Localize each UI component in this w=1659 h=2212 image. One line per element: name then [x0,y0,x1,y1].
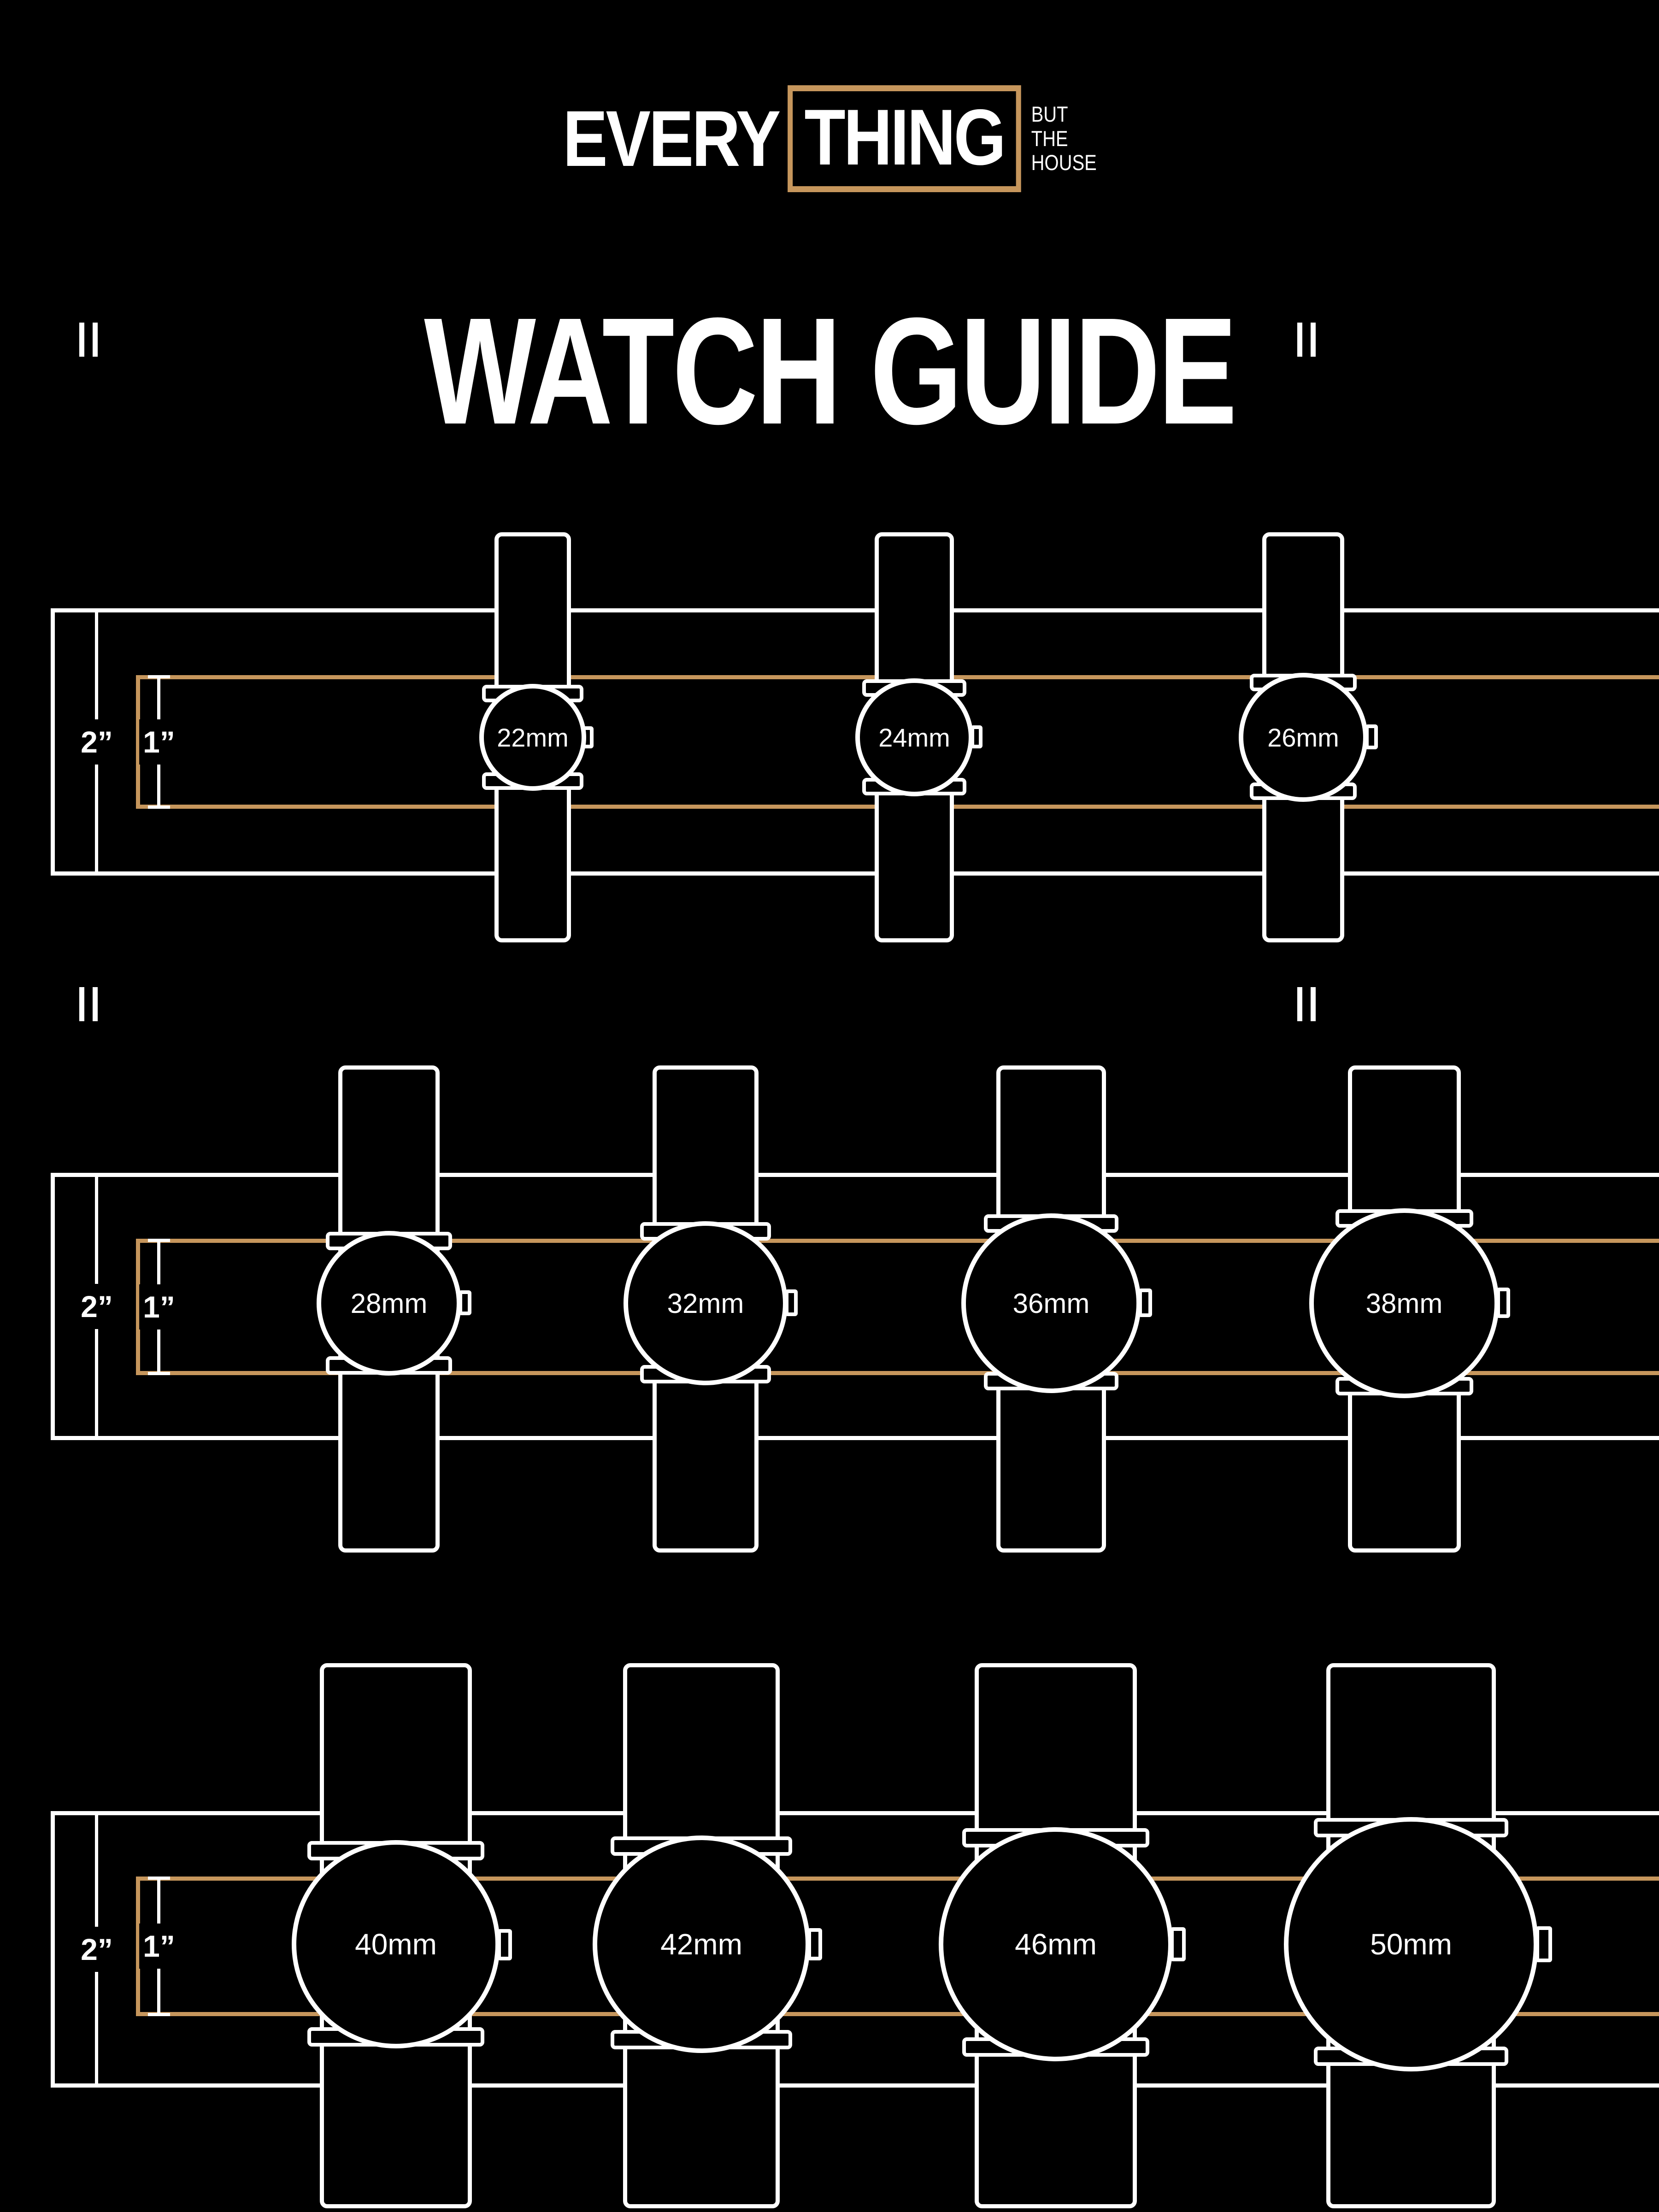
watch-face: 46mm [939,1827,1173,2061]
brand-logo-inner: EVERY THING BUT THE HOUSE [562,85,1096,192]
watch-face: 38mm [1309,1208,1499,1398]
row1-outer-band [51,608,1659,876]
watch-face: 42mm [593,1835,810,2053]
brand-logo: EVERY THING BUT THE HOUSE [0,85,1659,192]
watch-size-label: 38mm [1365,1288,1443,1319]
row1-outer-measure-label: 2” [77,719,117,765]
watch-size-label: 50mm [1370,1928,1452,1961]
logo-every-text: EVERY [562,94,781,183]
edge-pattern-mark [79,987,98,1021]
row2-outer-measure-label: 2” [77,1284,117,1329]
watch-size-label: 24mm [878,723,950,752]
watch-size-label: 22mm [497,723,569,752]
title-row: WATCH GUIDE [0,295,1659,447]
watch-face: 36mm [961,1213,1141,1393]
edge-pattern-mark [79,323,98,357]
row1-inner-measure-label: 1” [139,719,179,765]
logo-tagline-line: BUT [1031,102,1068,127]
watch-size-label: 42mm [660,1928,742,1961]
watch-size-label: 26mm [1267,723,1339,752]
logo-tagline-line: HOUSE [1031,150,1097,175]
watch-face: 28mm [317,1231,461,1376]
watch-face: 40mm [292,1840,500,2048]
row3-outer-measure-label: 2” [77,1927,117,1972]
row2-inner-measure-label: 1” [139,1284,179,1330]
edge-pattern-mark [1297,323,1316,357]
logo-tagline: BUT THE HOUSE [1031,102,1096,175]
row3-inner-band [136,1877,1659,2016]
row3-outer-band [51,1811,1659,2088]
row2-outer-band [51,1173,1659,1440]
watch-size-label: 28mm [350,1288,428,1319]
row2-inner-band [136,1239,1659,1375]
edge-pattern-mark [1297,987,1316,1021]
watch-size-label: 40mm [355,1928,437,1961]
watch-size-label: 46mm [1015,1928,1097,1961]
row3-inner-measure-label: 1” [139,1924,179,1969]
watch-face: 22mm [479,684,586,791]
page-title: WATCH GUIDE [424,286,1237,456]
watch-face: 50mm [1284,1817,1538,2071]
watch-size-label: 32mm [667,1288,744,1319]
watch-size-label: 36mm [1012,1288,1090,1319]
watch-face: 26mm [1239,673,1368,802]
logo-tagline-line: THE [1031,126,1068,151]
watch-face: 32mm [624,1221,788,1385]
watch-face: 24mm [855,678,973,796]
logo-thing-box: THING [787,85,1021,192]
